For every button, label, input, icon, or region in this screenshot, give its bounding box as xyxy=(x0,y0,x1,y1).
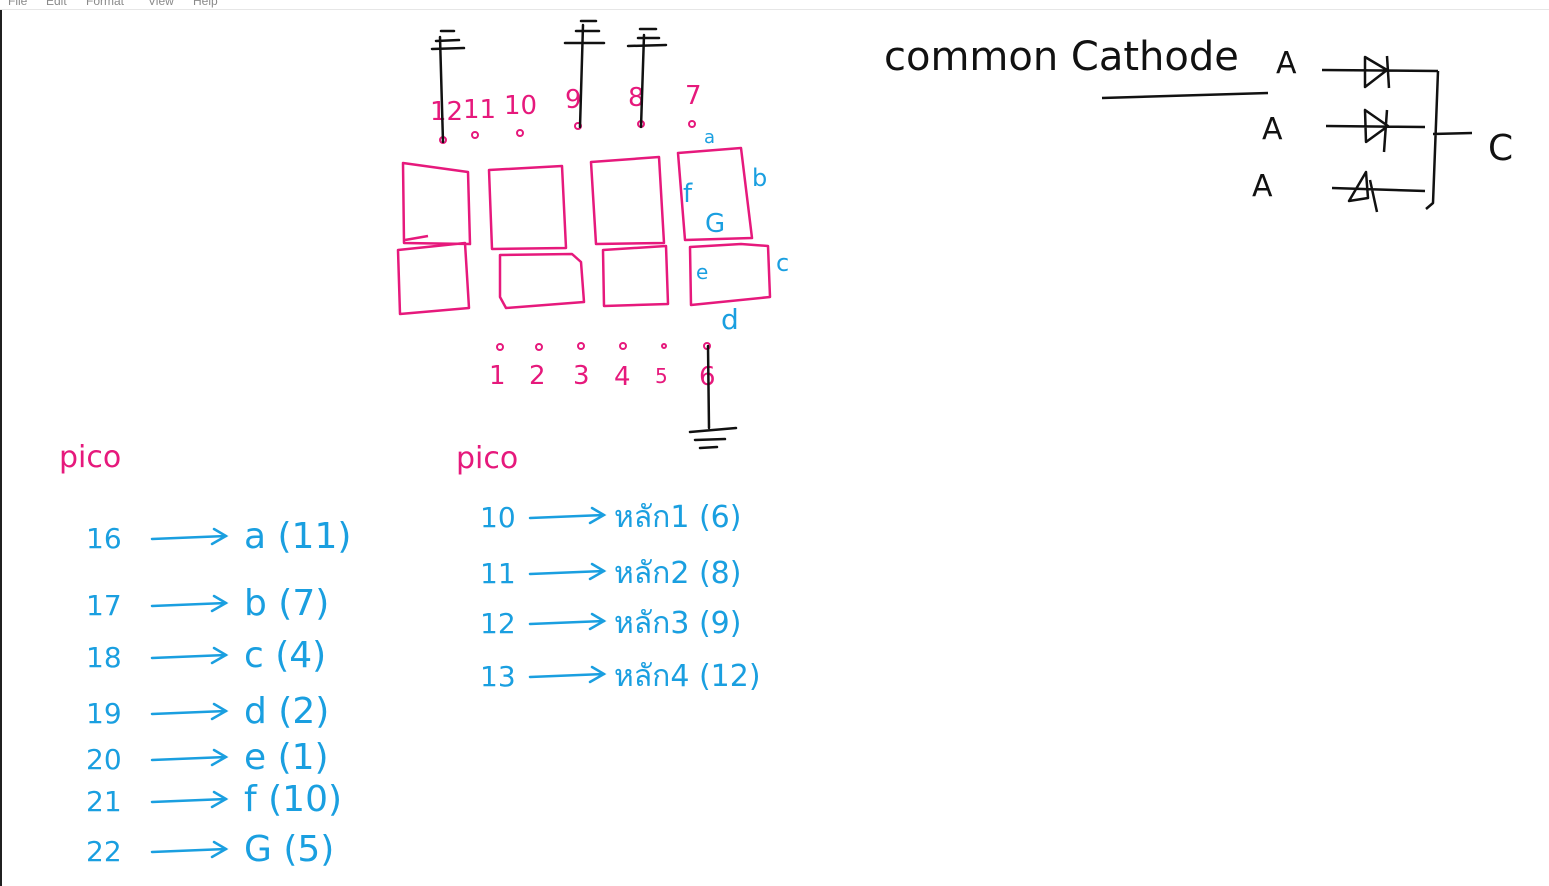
ground-wires xyxy=(430,19,738,450)
right-target-2: หลัก3 (9) xyxy=(614,606,741,641)
left-pin-0: 16 xyxy=(86,522,122,555)
top-pin-12: 12 xyxy=(430,97,463,127)
diode-2 xyxy=(1325,108,1426,153)
segment-g-label: G xyxy=(705,209,725,239)
left-pin-mapping: pico 16 a (11) 17 b (7) 18 c (4) 19 d (2) 20 e (1… xyxy=(59,440,351,870)
digit1-inner-scribble xyxy=(404,234,429,242)
segment-a-label: a xyxy=(704,127,715,148)
left-arrow-icon-0 xyxy=(150,527,229,546)
right-arrow-icon-0 xyxy=(528,506,607,525)
segment-d-label: d xyxy=(721,303,739,336)
anode-label-1: A xyxy=(1276,46,1297,81)
menu-format[interactable]: Format xyxy=(86,0,125,8)
window-left-border xyxy=(0,10,2,886)
top-pin-labels: 12 11 10 9 8 7 xyxy=(430,81,702,127)
menu-file[interactable]: File xyxy=(8,0,28,8)
right-arrow-icon-3 xyxy=(528,665,607,684)
left-pin-4: 20 xyxy=(86,743,122,776)
right-target-0: หลัก1 (6) xyxy=(614,500,741,535)
top-pin-7: 7 xyxy=(685,81,702,111)
left-target-1: b (7) xyxy=(244,583,329,624)
bottom-pin-labels: 1 2 3 4 5 6 xyxy=(489,361,716,392)
menu-view[interactable]: View xyxy=(148,0,174,8)
top-pin-11: 11 xyxy=(463,95,496,125)
left-arrow-icon-5 xyxy=(150,790,229,809)
drawing-canvas: 12 11 10 9 8 7 1 2 3 4 5 6 a b c d e f G xyxy=(59,19,1513,870)
digit4-top xyxy=(676,146,754,242)
digit2-bottom xyxy=(498,252,586,310)
ground-symbol-pin8 xyxy=(626,27,668,48)
right-pin-3: 13 xyxy=(480,660,516,693)
segment-b-label: b xyxy=(752,164,767,192)
bottom-pin-1: 1 xyxy=(489,361,506,391)
left-target-3: d (2) xyxy=(244,691,329,732)
ground-symbol-pin9 xyxy=(563,19,606,45)
ground-wire-pin6 xyxy=(706,344,711,430)
right-pin-mapping: pico 10 หลัก1 (6) 11 หลัก2 (8) 12 หลัก3 (9) 13… xyxy=(456,441,761,694)
digit1-top xyxy=(401,161,472,246)
digit2-top xyxy=(487,164,568,251)
left-pin-2: 18 xyxy=(86,641,122,674)
left-arrow-icon-3 xyxy=(150,702,229,721)
digit3-bottom xyxy=(601,244,670,308)
top-pin-9: 9 xyxy=(565,85,582,115)
right-arrow-icon-1 xyxy=(528,562,607,581)
anode-label-2: A xyxy=(1262,112,1283,147)
bottom-pin-3: 3 xyxy=(573,361,590,391)
left-arrow-icon-4 xyxy=(150,748,229,767)
segment-labels: a b c d e f G xyxy=(683,127,789,336)
seven-segment-display xyxy=(396,146,772,316)
right-mapping-header: pico xyxy=(456,441,518,476)
segment-e-label: e xyxy=(696,260,708,284)
right-pin-2: 12 xyxy=(480,607,516,640)
right-target-1: หลัก2 (8) xyxy=(614,556,741,591)
left-pin-5: 21 xyxy=(86,785,122,818)
left-mapping-header: pico xyxy=(59,440,121,475)
left-arrow-icon-2 xyxy=(150,646,229,665)
bottom-pin-dots xyxy=(496,342,711,351)
left-target-4: e (1) xyxy=(244,737,329,778)
diode-symbols xyxy=(1321,55,1473,213)
cathode-bus xyxy=(1425,70,1473,210)
title-underline xyxy=(1101,91,1269,100)
ground-wire-pin8 xyxy=(639,33,646,129)
bottom-pin-2: 2 xyxy=(529,361,546,391)
left-arrow-icon-6 xyxy=(150,840,229,859)
ground-wire-pin9 xyxy=(578,23,585,129)
diode-1 xyxy=(1321,55,1439,89)
left-pin-6: 22 xyxy=(86,835,122,868)
bottom-pin-5: 5 xyxy=(655,364,668,388)
common-cathode-diagram: common Cathode A A A C xyxy=(884,34,1513,213)
left-target-0: a (11) xyxy=(244,516,351,557)
digit1-bottom xyxy=(396,241,471,316)
left-pin-1: 17 xyxy=(86,589,122,622)
left-arrow-icon-1 xyxy=(150,594,229,613)
top-pin-8: 8 xyxy=(628,83,645,113)
top-pin-10: 10 xyxy=(504,91,537,121)
menu-bar: File Edit Format View Help xyxy=(0,0,1549,10)
bottom-pin-4: 4 xyxy=(614,362,631,392)
digit3-top xyxy=(589,155,666,246)
left-pin-3: 19 xyxy=(86,697,122,730)
left-target-5: f (10) xyxy=(244,779,342,820)
segment-c-label: c xyxy=(776,249,789,277)
right-pin-0: 10 xyxy=(480,501,516,534)
ground-wire-pin12 xyxy=(438,35,445,144)
anode-label-3: A xyxy=(1252,169,1273,204)
menu-edit[interactable]: Edit xyxy=(46,0,67,8)
ground-symbol-pin6 xyxy=(688,426,738,450)
cathode-label: C xyxy=(1488,128,1513,169)
menu-help[interactable]: Help xyxy=(193,0,218,8)
common-cathode-title: common Cathode xyxy=(884,34,1239,80)
right-arrow-icon-2 xyxy=(528,612,607,631)
digit4-bottom xyxy=(688,242,772,307)
right-target-3: หลัก4 (12) xyxy=(614,659,761,694)
segment-f-label: f xyxy=(683,179,693,209)
ground-symbol-pin12 xyxy=(430,29,466,51)
left-target-2: c (4) xyxy=(244,635,326,676)
diode-3 xyxy=(1331,170,1426,213)
left-target-6: G (5) xyxy=(244,829,334,870)
right-pin-1: 11 xyxy=(480,557,516,590)
